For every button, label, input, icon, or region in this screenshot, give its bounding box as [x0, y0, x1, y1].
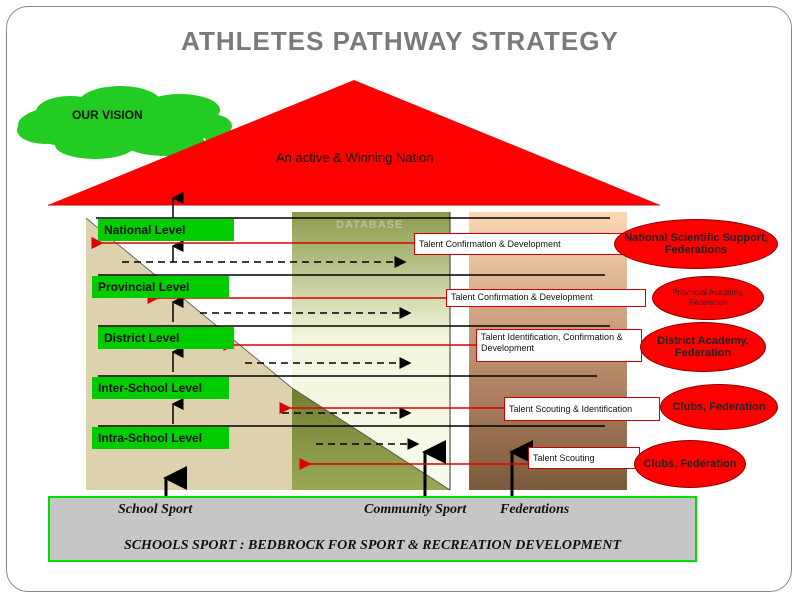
base-school-sport: School Sport — [118, 502, 193, 517]
base-federations: Federations — [500, 502, 570, 517]
support-oval-intra-school: Clubs, Federation — [634, 440, 746, 488]
support-oval-inter-school: Clubs, Federation — [660, 384, 778, 430]
database-label: DATABASE — [336, 219, 404, 231]
level-district: District Level — [98, 327, 234, 349]
talent-box-district: Talent Identification, Confirmation & De… — [476, 329, 642, 362]
bedrock-label: SCHOOLS SPORT : BEDBROCK FOR SPORT & REC… — [123, 538, 622, 553]
vision-roof-label: An active & Winning Nation — [276, 150, 434, 165]
talent-box-national: Talent Confirmation & Development — [414, 233, 628, 255]
diagram-title: ATHLETES PATHWAY STRATEGY — [181, 26, 619, 56]
bedrock-base — [48, 496, 697, 562]
level-national: National Level — [98, 219, 234, 241]
roof-triangle — [48, 80, 660, 205]
level-provincial: Provincial Level — [92, 276, 229, 298]
slide-frame — [6, 6, 792, 592]
talent-box-inter-school: Talent Scouting & Identification — [504, 397, 660, 421]
vision-cloud — [17, 86, 258, 159]
base-community-sport: Community Sport — [364, 502, 467, 517]
talent-box-intra-school: Talent Scouting — [528, 447, 640, 469]
vision-cloud-label: OUR VISION — [72, 108, 143, 122]
support-oval-national: National Scientific Support, Federations — [614, 219, 778, 269]
dashed-arrows — [122, 256, 420, 450]
support-oval-provincial: Provincial Academy, Federation — [652, 276, 764, 320]
level-intra-school: Intra-School Level — [92, 427, 229, 449]
level-dividers — [96, 217, 610, 427]
support-oval-district: District Academy, Federation — [640, 322, 766, 372]
level-inter-school: Inter-School Level — [92, 377, 229, 399]
talent-box-provincial: Talent Confirmation & Development — [446, 289, 646, 307]
red-arrows — [91, 237, 528, 470]
